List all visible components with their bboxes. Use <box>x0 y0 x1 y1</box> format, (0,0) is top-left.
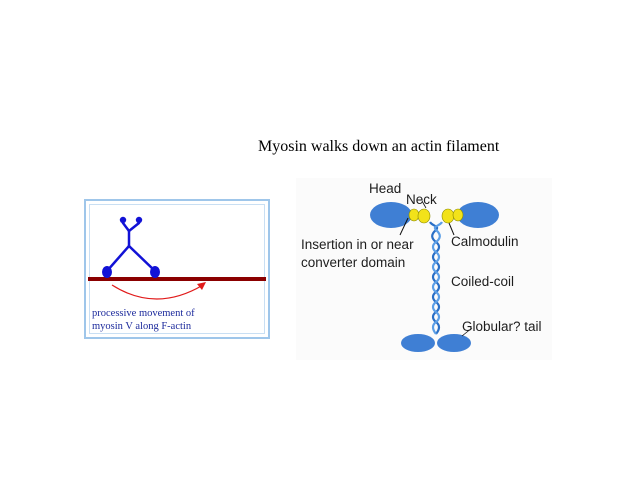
movement-arrow <box>111 284 204 300</box>
caption-line-2: myosin V along F-actin <box>92 320 192 332</box>
calmodulin-left-2 <box>417 208 431 224</box>
label-head: Head <box>369 181 402 196</box>
myosin-tail-right <box>127 221 141 233</box>
label-calmodulin: Calmodulin <box>451 234 519 249</box>
neck-leader-line <box>421 200 427 209</box>
slide-title: Myosin walks down an actin filament <box>258 138 500 155</box>
coiled-coil-strand-a <box>429 221 441 335</box>
calmodulin-left-1 <box>408 208 420 222</box>
insertion-leader-line <box>399 217 409 236</box>
actin-filament <box>88 277 266 281</box>
label-insertion-line-1: Insertion in or near <box>301 237 414 252</box>
myosin-left-leg <box>105 244 131 273</box>
animation-inner-frame <box>89 204 265 334</box>
calmodulin-right-1 <box>441 208 455 224</box>
myosin-right-leg <box>127 244 157 273</box>
myosin-v-animation-panel: processive movement of myosin V along F-… <box>84 199 270 339</box>
globular-tail-right <box>437 334 471 352</box>
label-globular-tail: Globular? tail <box>462 319 542 334</box>
myosin-tail-left <box>121 221 131 233</box>
myosin-v-molecule <box>105 221 157 273</box>
myosin-structure-diagram: Head Neck Calmodulin Insertion in or nea… <box>296 178 552 360</box>
globular-tail-left <box>401 334 435 352</box>
head-right <box>457 202 499 228</box>
calmodulin-right-2 <box>452 208 464 222</box>
myosin-head-left <box>102 266 112 278</box>
label-insertion-line-2: converter domain <box>301 255 406 270</box>
caption-line-1: processive movement of <box>92 308 195 319</box>
myosin-v-walking-diagram <box>88 216 266 300</box>
myosin-tail-globule-left <box>119 216 127 224</box>
movement-arrowhead <box>197 282 206 290</box>
animation-caption: processive movement of myosin V along F-… <box>92 308 262 333</box>
head-left <box>370 202 412 228</box>
coiled-coil-strand-b <box>431 221 443 335</box>
myosin-tail-globule-right <box>135 216 143 224</box>
myosin-structure-drawing <box>370 200 499 352</box>
label-neck: Neck <box>406 192 437 207</box>
calmodulin-leader-line <box>448 222 455 236</box>
tail-leader-line <box>461 327 473 337</box>
label-coiled-coil: Coiled-coil <box>451 274 515 289</box>
myosin-head-right <box>150 266 160 278</box>
